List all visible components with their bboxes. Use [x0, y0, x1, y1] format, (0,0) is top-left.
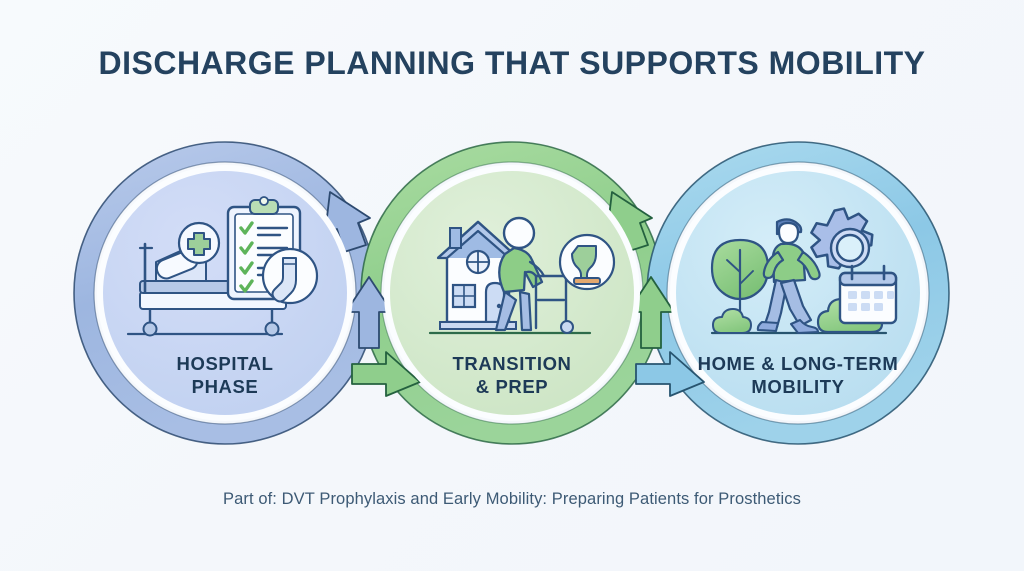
compression-sock-icon	[261, 247, 319, 305]
person-with-walker-icon	[494, 216, 574, 334]
hospital-phase-illustration	[126, 196, 319, 337]
gear-icon	[810, 207, 874, 270]
home-mobility-illustration	[710, 207, 898, 335]
calendar-icon	[838, 264, 898, 325]
house-icon	[436, 220, 520, 330]
stage-circle-transition-prep[interactable]	[384, 165, 640, 421]
medical-cross-icon	[177, 221, 221, 265]
arrow-return-into-transition	[635, 351, 705, 397]
walking-person-icon	[756, 218, 821, 335]
prosthetic-leg-icon	[558, 233, 616, 291]
arrow-return-into-hospital	[351, 351, 421, 397]
page-title: DISCHARGE PLANNING THAT SUPPORTS MOBILIT…	[98, 45, 926, 81]
bush-small-icon	[712, 308, 752, 334]
source-caption: Part of: DVT Prophylaxis and Early Mobil…	[222, 490, 801, 508]
transition-prep-illustration	[428, 216, 616, 335]
